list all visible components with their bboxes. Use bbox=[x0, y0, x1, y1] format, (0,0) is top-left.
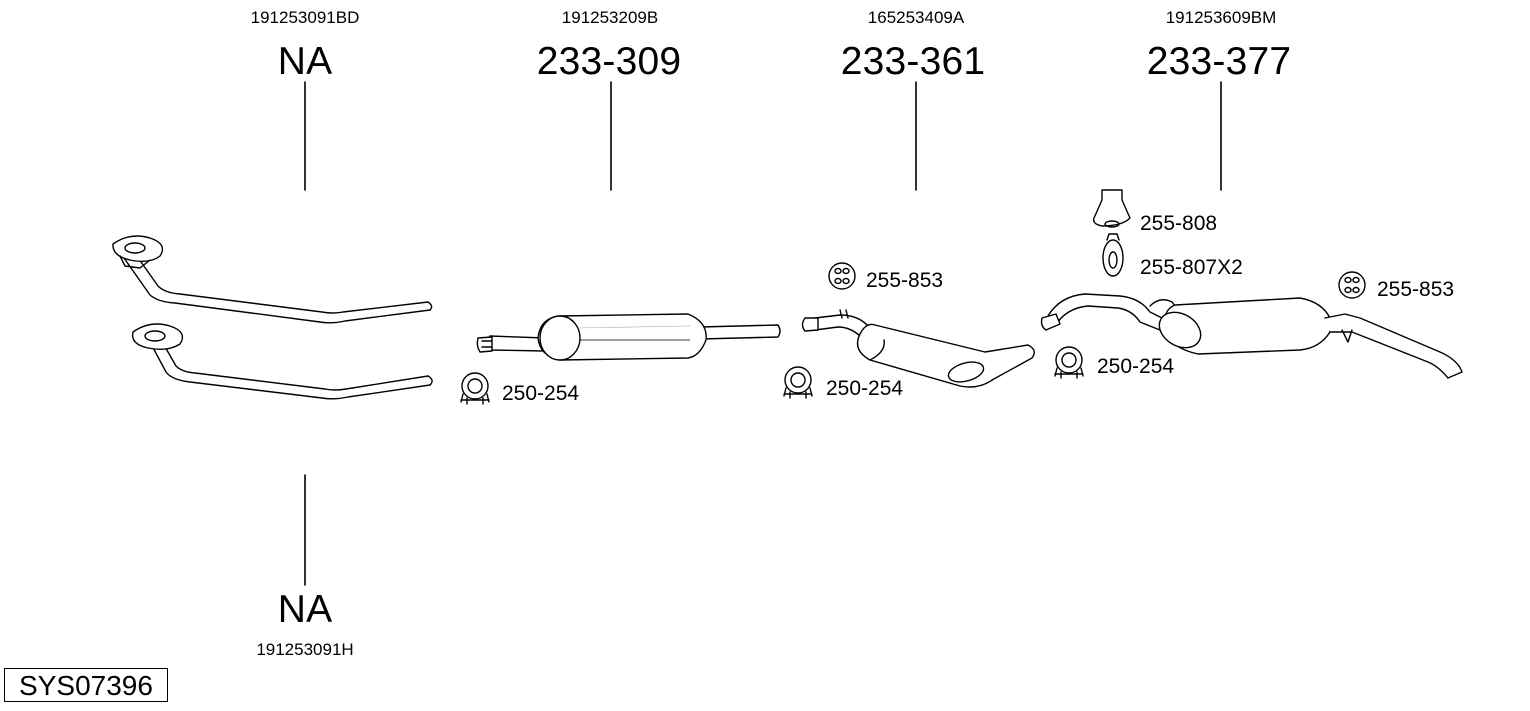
rubber-mount-icon[interactable] bbox=[1092, 189, 1131, 228]
accessory-label-clamp-3[interactable]: 250-254 bbox=[1097, 355, 1175, 378]
rubber-hanger-icon[interactable] bbox=[1338, 271, 1366, 299]
accessory-label-hanger-1[interactable]: 255-853 bbox=[866, 269, 944, 292]
part-number-front-pipe-lower[interactable]: NA bbox=[277, 588, 333, 631]
accessory-label-clamp-2[interactable]: 250-254 bbox=[826, 377, 904, 400]
front-silencer[interactable] bbox=[476, 313, 781, 361]
system-code-box: SYS07396 bbox=[4, 668, 168, 702]
rubber-ring-icon[interactable] bbox=[1102, 233, 1124, 277]
part-number-front-pipe-upper[interactable]: NA bbox=[277, 40, 333, 83]
accessory-label-hanger-2[interactable]: 255-853 bbox=[1377, 278, 1455, 301]
part-number-rear-silencer[interactable]: 233-377 bbox=[1146, 40, 1292, 83]
accessory-label-ring[interactable]: 255-807X2 bbox=[1140, 256, 1243, 279]
oe-number-rear-silencer: 191253609BM bbox=[1165, 8, 1277, 27]
middle-silencer[interactable] bbox=[801, 309, 1035, 388]
oe-number-front-pipe-upper: 191253091BD bbox=[250, 8, 360, 27]
clamp-icon[interactable] bbox=[460, 372, 490, 405]
accessory-label-clamp-1[interactable]: 250-254 bbox=[502, 382, 580, 405]
part-number-middle-silencer[interactable]: 233-361 bbox=[840, 40, 986, 83]
leader-lines bbox=[304, 81, 1222, 586]
oe-number-front-silencer: 191253209B bbox=[561, 8, 659, 27]
rubber-hanger-icon[interactable] bbox=[828, 262, 856, 290]
accessory-label-mount[interactable]: 255-808 bbox=[1140, 212, 1218, 235]
front-pipe-lower[interactable] bbox=[131, 323, 433, 400]
oe-number-middle-silencer: 165253409A bbox=[867, 8, 965, 27]
clamp-icon[interactable] bbox=[783, 366, 813, 399]
clamp-icon[interactable] bbox=[1054, 346, 1084, 379]
front-pipe-upper[interactable] bbox=[112, 235, 433, 324]
part-number-front-silencer[interactable]: 233-309 bbox=[536, 40, 682, 83]
oe-number-front-pipe-lower: 191253091H bbox=[256, 640, 354, 659]
rear-silencer[interactable] bbox=[1040, 293, 1463, 379]
